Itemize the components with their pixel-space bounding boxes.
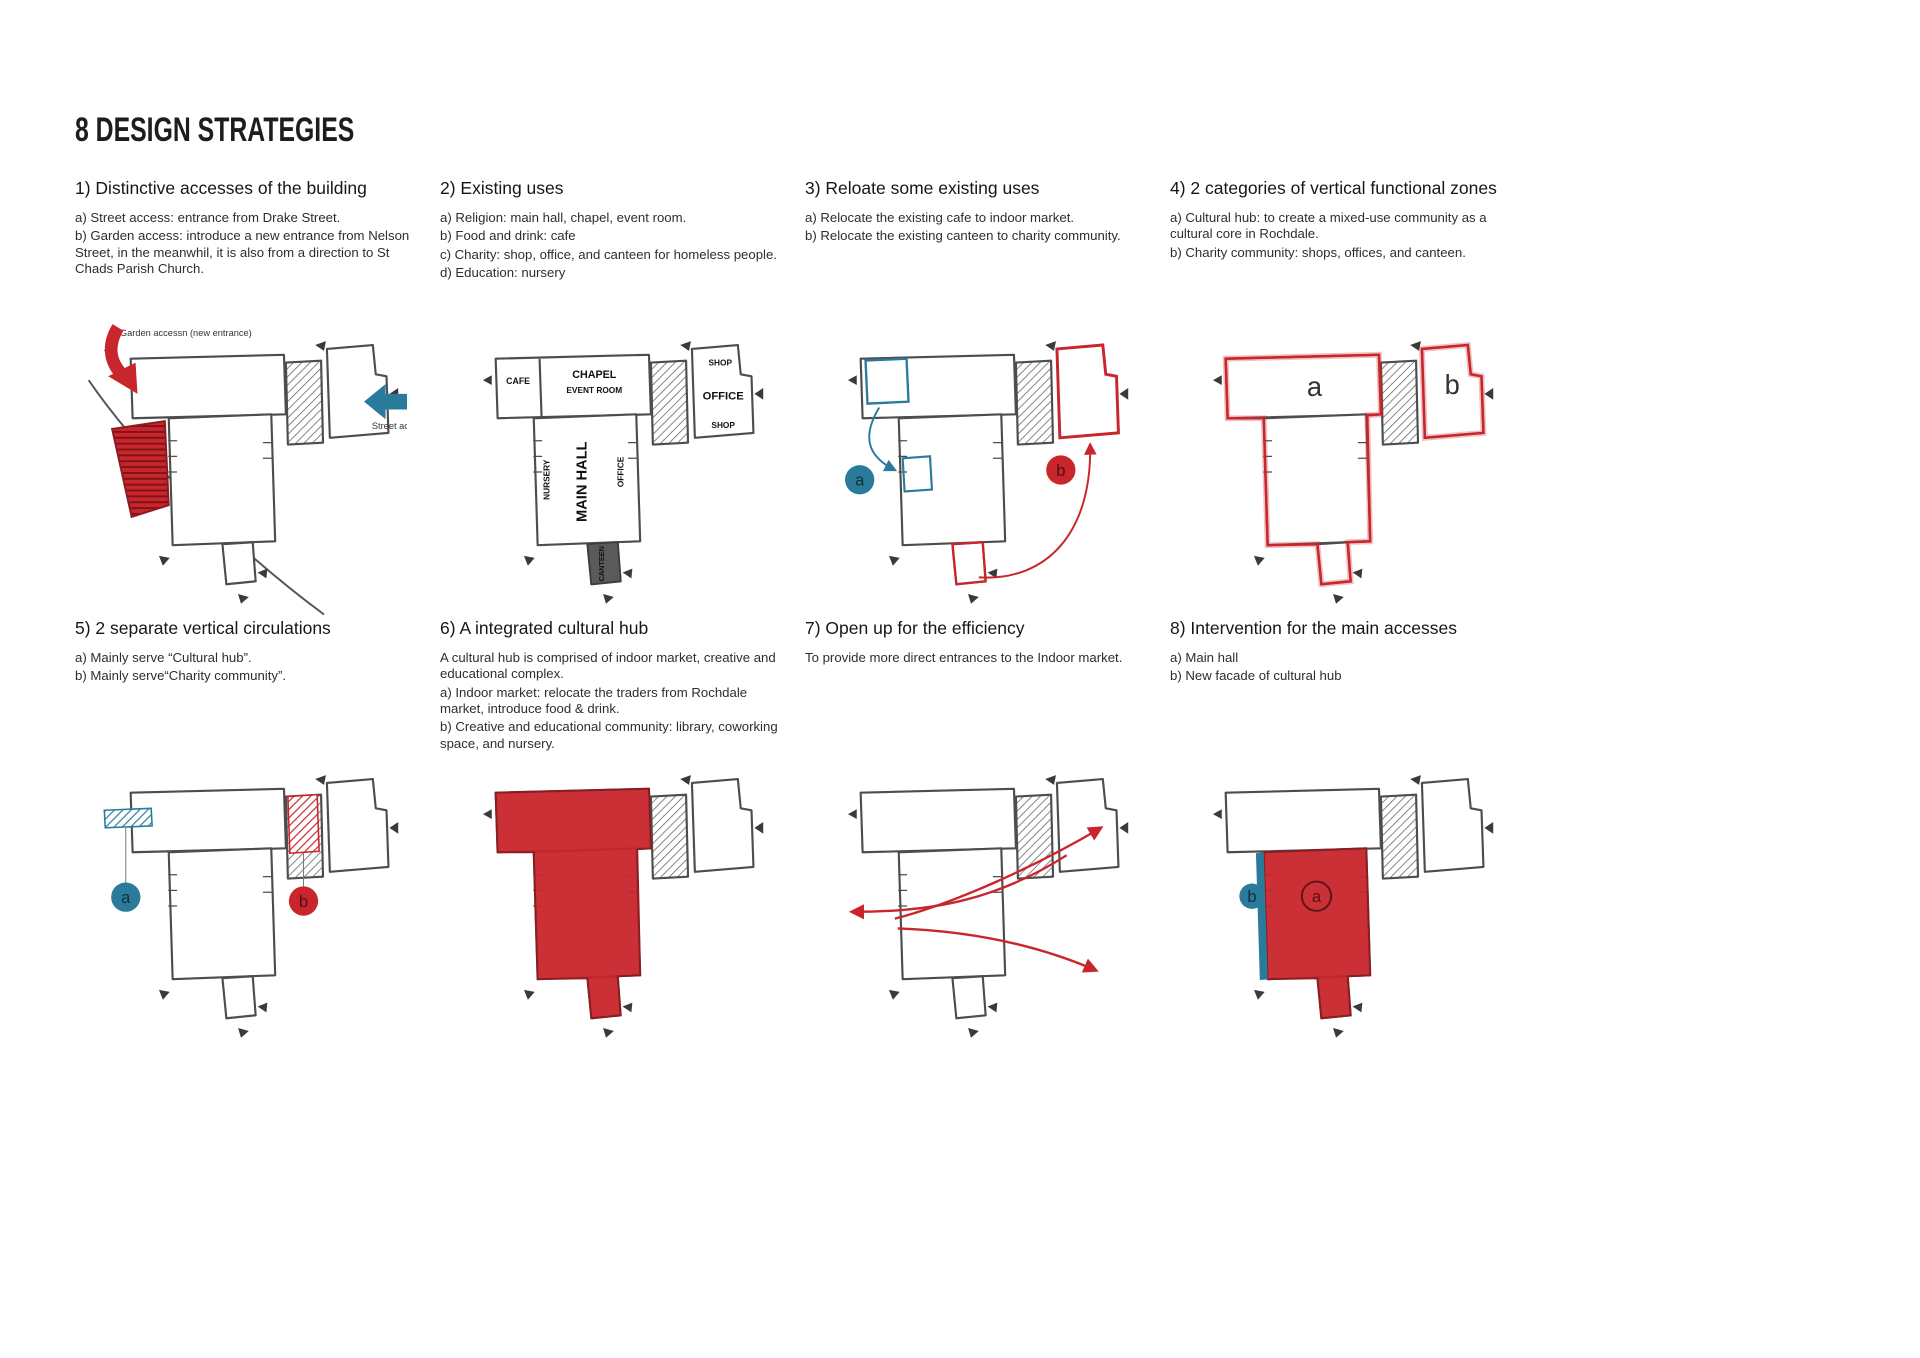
panel-text-line: A cultural hub is comprised of indoor ma… — [440, 650, 776, 682]
panel-body: a) Cultural hub: to create a mixed-use c… — [1170, 210, 1513, 322]
marker-letter-b: b — [1247, 887, 1256, 906]
room-label-canteen: CANTEEN — [597, 546, 606, 581]
cultural-hub-fill — [494, 787, 652, 1020]
diagram-zones: a b — [1211, 340, 1495, 605]
panel-2-existing-uses: 2) Existing uses a) Religion: main hall,… — [440, 178, 805, 618]
room-label-main-hall: MAIN HALL — [574, 441, 590, 521]
diagram-accesses: Garden accessn (new entrance) Street acc… — [87, 324, 407, 616]
panel-title: 7) Open up for the efficiency — [805, 618, 1025, 638]
marker-circle-a — [845, 465, 875, 495]
room-label-nursery: NURSERY — [541, 459, 551, 500]
room-label-shop-bottom: SHOP — [711, 420, 735, 430]
panel-title: 2) Existing uses — [440, 178, 564, 198]
diagram-existing-uses: CAFE CHAPEL EVENT ROOM SHOP OFFICE SHOP … — [481, 340, 765, 605]
circulation-b-strip — [287, 793, 320, 855]
panel-3-relocate-uses: 3) Reloate some existing uses a) Relocat… — [805, 178, 1170, 618]
room-label-cafe: CAFE — [506, 376, 530, 386]
relocation-arrow-b — [978, 442, 1097, 579]
panel-text-line: b) Garden access: introduce a new entran… — [75, 228, 410, 277]
marker-letter-b: b — [299, 892, 308, 911]
diagram-relocate: a b — [845, 340, 1130, 605]
panel-body: To provide more direct entrances to the … — [805, 650, 1148, 754]
new-facade-strip — [1255, 852, 1268, 981]
garden-access-label: Garden accessn (new entrance) — [120, 328, 252, 338]
canteen-origin-outline — [951, 541, 987, 586]
panel-text-line: b) Mainly serve“Charity community”. — [75, 668, 287, 684]
panel-text-line: a) Religion: main hall, chapel, event ro… — [440, 210, 687, 225]
panel-title: 5) 2 separate vertical circulations — [75, 618, 331, 638]
marker-letter-b: b — [1056, 461, 1065, 480]
diagram-open-up — [846, 774, 1130, 1039]
panel-6-cultural-hub: 6) A integrated cultural hub A cultural … — [440, 618, 805, 1054]
marker-letter-a: a — [121, 888, 131, 907]
panel-text-line: a) Street access: entrance from Drake St… — [75, 210, 341, 225]
diagram-circulations: a b — [103, 774, 400, 1039]
marker-circle-a — [1300, 880, 1333, 912]
room-label-chapel: CHAPEL — [572, 369, 617, 381]
diagram-cultural-hub — [481, 774, 765, 1039]
panel-text-line: d) Education: nursery — [440, 265, 566, 281]
panel-title: 3) Reloate some existing uses — [805, 178, 1040, 198]
panel-text-line: b) Food and drink: cafe — [440, 228, 576, 244]
panel-body: a) Religion: main hall, chapel, event ro… — [440, 210, 783, 322]
panel-text-line: c) Charity: shop, office, and canteen fo… — [440, 246, 777, 262]
relocation-arrow-a — [868, 407, 898, 472]
panel-body: A cultural hub is comprised of indoor ma… — [440, 650, 783, 754]
zone-letter-b: b — [1445, 369, 1460, 400]
panel-text-line: a) Indoor market: relocate the traders f… — [440, 684, 748, 717]
panel-text-line: b) Relocate the existing canteen to char… — [805, 228, 1121, 244]
room-label-office-side: OFFICE — [616, 456, 626, 487]
room-label-office-right: OFFICE — [703, 391, 745, 403]
panel-8-main-accesses: 8) Intervention for the main accesses a)… — [1170, 618, 1535, 1054]
charity-target-outline — [1055, 343, 1120, 440]
cultural-hub-outline — [1222, 351, 1384, 588]
panel-text-line: To provide more direct entrances to the … — [805, 650, 1123, 665]
panel-4-functional-zones: 4) 2 categories of vertical functional z… — [1170, 178, 1535, 618]
room-label-shop-top: SHOP — [708, 358, 732, 368]
room-label-event-room: EVENT ROOM — [566, 385, 622, 395]
panel-text-line: b) Creative and educational community: l… — [440, 719, 778, 751]
page-title: 8 DESIGN STRATEGIES — [75, 110, 355, 149]
panel-1-distinctive-accesses: 1) Distinctive accesses of the building … — [75, 178, 440, 618]
marker-letter-a: a — [855, 471, 865, 490]
panel-title: 8) Intervention for the main accesses — [1170, 618, 1457, 638]
panel-text-line: a) Relocate the existing cafe to indoor … — [805, 210, 1075, 225]
marker-circle-b — [1239, 883, 1265, 909]
garden-access-arrow — [104, 324, 138, 394]
cafe-target-outline — [901, 455, 934, 493]
panel-text-line: b) Charity community: shops, offices, an… — [1170, 244, 1466, 260]
strategy-grid: 1) Distinctive accesses of the building … — [75, 178, 1920, 1054]
panel-body: a) Street access: entrance from Drake St… — [75, 210, 418, 322]
canteen-block — [586, 541, 622, 586]
panel-body: a) Relocate the existing cafe to indoor … — [805, 210, 1148, 322]
circulation-a-strip — [103, 807, 153, 829]
panel-body: a) Mainly serve “Cultural hub”. b) Mainl… — [75, 650, 418, 754]
marker-circle-b — [1046, 455, 1076, 485]
page: 8 DESIGN STRATEGIES 1) Distinctive acces… — [75, 110, 1920, 1054]
panel-7-open-up: 7) Open up for the efficiency To provide… — [805, 618, 1170, 1054]
panel-text-line: a) Mainly serve “Cultural hub”. — [75, 650, 252, 665]
marker-circle-b — [288, 886, 319, 916]
street-access-label: Street access — [372, 421, 407, 431]
main-hall-fill — [1262, 847, 1372, 1020]
panel-title: 4) 2 categories of vertical functional z… — [1170, 178, 1497, 198]
zone-letter-a: a — [1307, 371, 1323, 402]
garden-zone-highlight — [110, 420, 170, 519]
panel-text-line: a) Cultural hub: to create a mixed-use c… — [1170, 210, 1487, 242]
charity-community-outline — [1418, 341, 1487, 441]
panel-title: 6) A integrated cultural hub — [440, 618, 649, 638]
panel-text-line: b) New facade of cultural hub — [1170, 668, 1342, 684]
panel-5-vertical-circulations: 5) 2 separate vertical circulations a) M… — [75, 618, 440, 1054]
marker-circle-a — [111, 882, 141, 912]
diagram-interventions: a b — [1211, 774, 1495, 1039]
panel-body: a) Main hall b) New facade of cultural h… — [1170, 650, 1513, 754]
entrance-flow-arrows — [848, 826, 1104, 973]
panel-title: 1) Distinctive accesses of the building — [75, 178, 367, 198]
panel-text-line: a) Main hall — [1170, 650, 1239, 665]
cafe-origin-outline — [864, 357, 910, 405]
marker-letter-a: a — [1312, 887, 1322, 906]
